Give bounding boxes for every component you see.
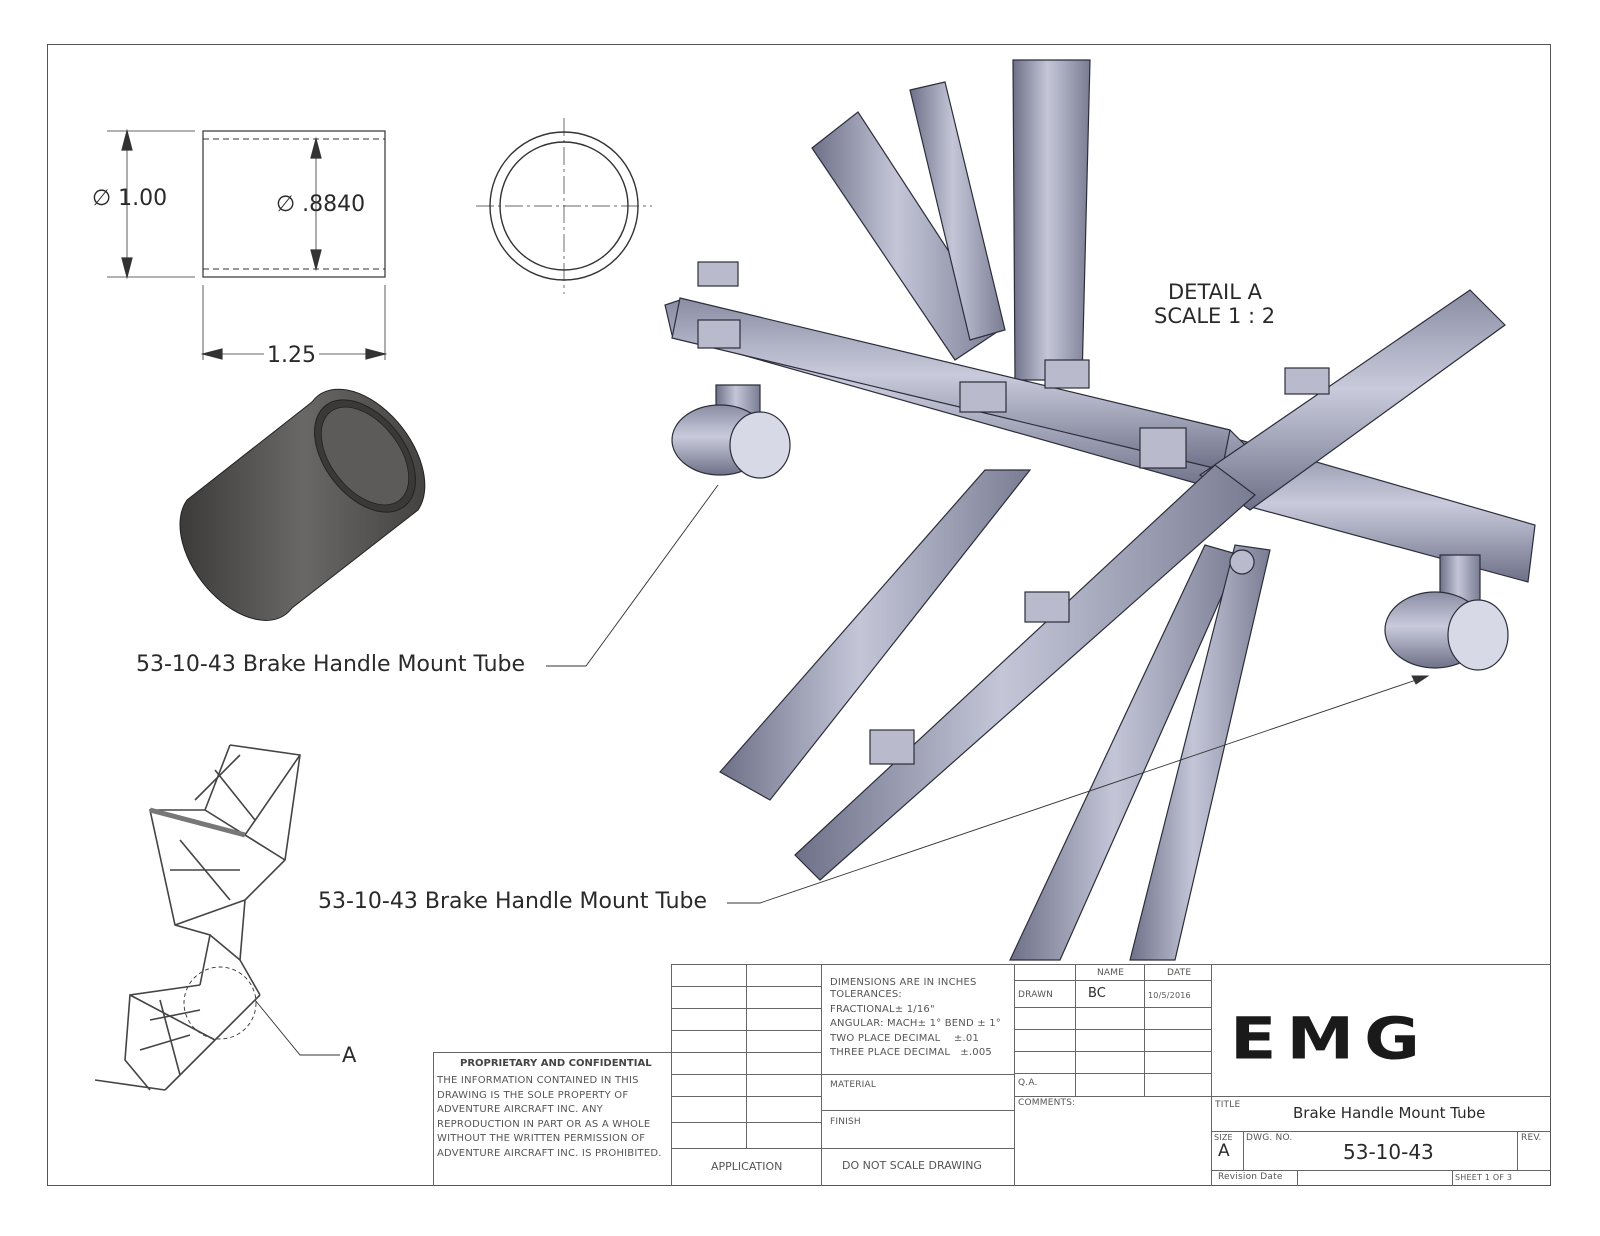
callout-brake-mount-1: 53-10-43 Brake Handle Mount Tube — [136, 652, 526, 677]
title-label: TITLE — [1215, 1100, 1241, 1110]
comments-label: COMMENTS: — [1018, 1098, 1076, 1108]
tolerances-label: TOLERANCES: — [830, 989, 902, 1000]
detail-marker: A — [342, 1043, 357, 1067]
company-logo: EMG — [1230, 1006, 1430, 1074]
outer-diameter-dimension: ∅ 1.00 — [92, 186, 168, 211]
proprietary-text: THE INFORMATION CONTAINED IN THIS DRAWIN… — [437, 1075, 662, 1159]
front-view — [107, 128, 388, 360]
part-isometric — [179, 388, 426, 621]
qa-label: Q.A. — [1018, 1078, 1038, 1088]
drawn-label: DRAWN — [1018, 990, 1054, 1000]
do-not-scale-label: DO NOT SCALE DRAWING — [842, 1159, 982, 1172]
three-place-tolerance: THREE PLACE DECIMAL ±.005 — [830, 1047, 992, 1058]
drawn-date: 10/5/2016 — [1148, 991, 1191, 1000]
length-dimension: 1.25 — [264, 343, 319, 368]
sheet-label: SHEET 1 OF 3 — [1455, 1173, 1513, 1182]
callout-brake-mount-2: 53-10-43 Brake Handle Mount Tube — [318, 889, 708, 914]
inner-diameter-dimension: ∅ .8840 — [276, 192, 366, 217]
size-label: SIZE — [1214, 1133, 1233, 1142]
drawing-border — [47, 44, 1551, 1186]
proprietary-title: PROPRIETARY AND CONFIDENTIAL — [460, 1058, 652, 1069]
rev-label: REV. — [1521, 1133, 1542, 1143]
material-label: MATERIAL — [830, 1080, 877, 1090]
drawn-name: BC — [1088, 986, 1106, 1001]
drawing-title: Brake Handle Mount Tube — [1293, 1104, 1486, 1122]
name-header: NAME — [1097, 968, 1125, 978]
date-header: DATE — [1167, 968, 1192, 978]
detail-scale: SCALE 1 : 2 — [1154, 304, 1276, 328]
detail-a-frame — [664, 59, 1536, 961]
overall-frame — [94, 744, 301, 1091]
dwg-no-value: 53-10-43 — [1343, 1140, 1434, 1164]
finish-label: FINISH — [830, 1117, 861, 1127]
size-value: A — [1218, 1141, 1230, 1161]
leader-lines — [183, 484, 1430, 1056]
revision-date-label: Revision Date — [1218, 1172, 1283, 1182]
detail-title: DETAIL A — [1168, 280, 1262, 304]
end-view — [476, 118, 652, 294]
two-place-tolerance: TWO PLACE DECIMAL ±.01 — [830, 1033, 980, 1044]
fractional-tolerance: FRACTIONAL± 1/16" — [830, 1004, 935, 1015]
application-label: APPLICATION — [711, 1160, 783, 1173]
dims-note: DIMENSIONS ARE IN INCHES — [830, 977, 977, 988]
dwg-no-label: DWG. NO. — [1246, 1133, 1293, 1143]
angular-tolerance: ANGULAR: MACH± 1° BEND ± 1° — [830, 1018, 1001, 1029]
